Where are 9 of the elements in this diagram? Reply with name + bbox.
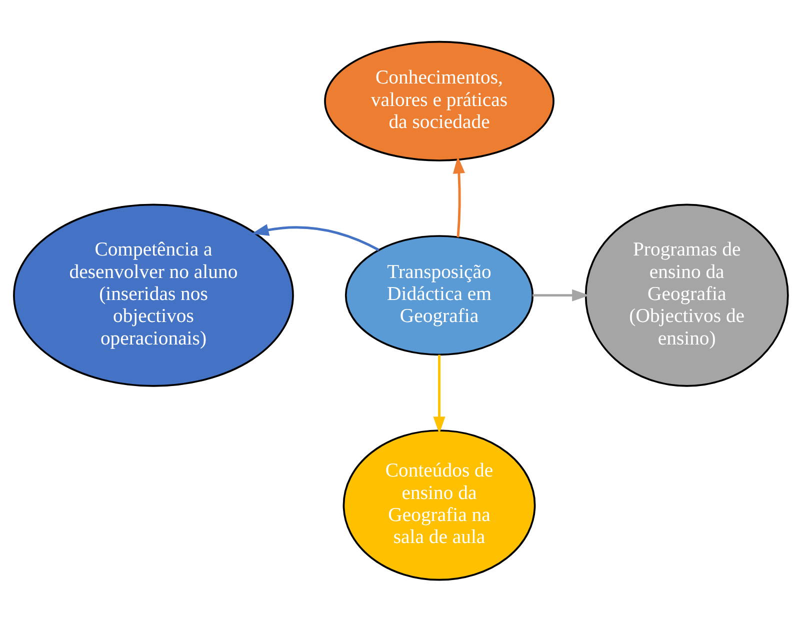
arrow	[532, 288, 589, 301]
node-ellipse: Conhecimentos, valores e práticas da sociedade	[324, 40, 554, 161]
node-ellipse: Programas de ensino da Geografia (Objectivos de ensino)	[584, 203, 788, 386]
arrow	[452, 156, 465, 237]
node-ellipse: Transposição Didáctica em Geografia	[344, 234, 534, 356]
node-ellipse: Competência a desenvolver no aluno (inseridas nos objectivos operacionais)	[12, 203, 294, 386]
arrow	[250, 224, 379, 251]
arrow	[432, 354, 445, 434]
node-ellipse: Conteúdos de ensino da Geografia na sala de aula	[342, 429, 536, 580]
